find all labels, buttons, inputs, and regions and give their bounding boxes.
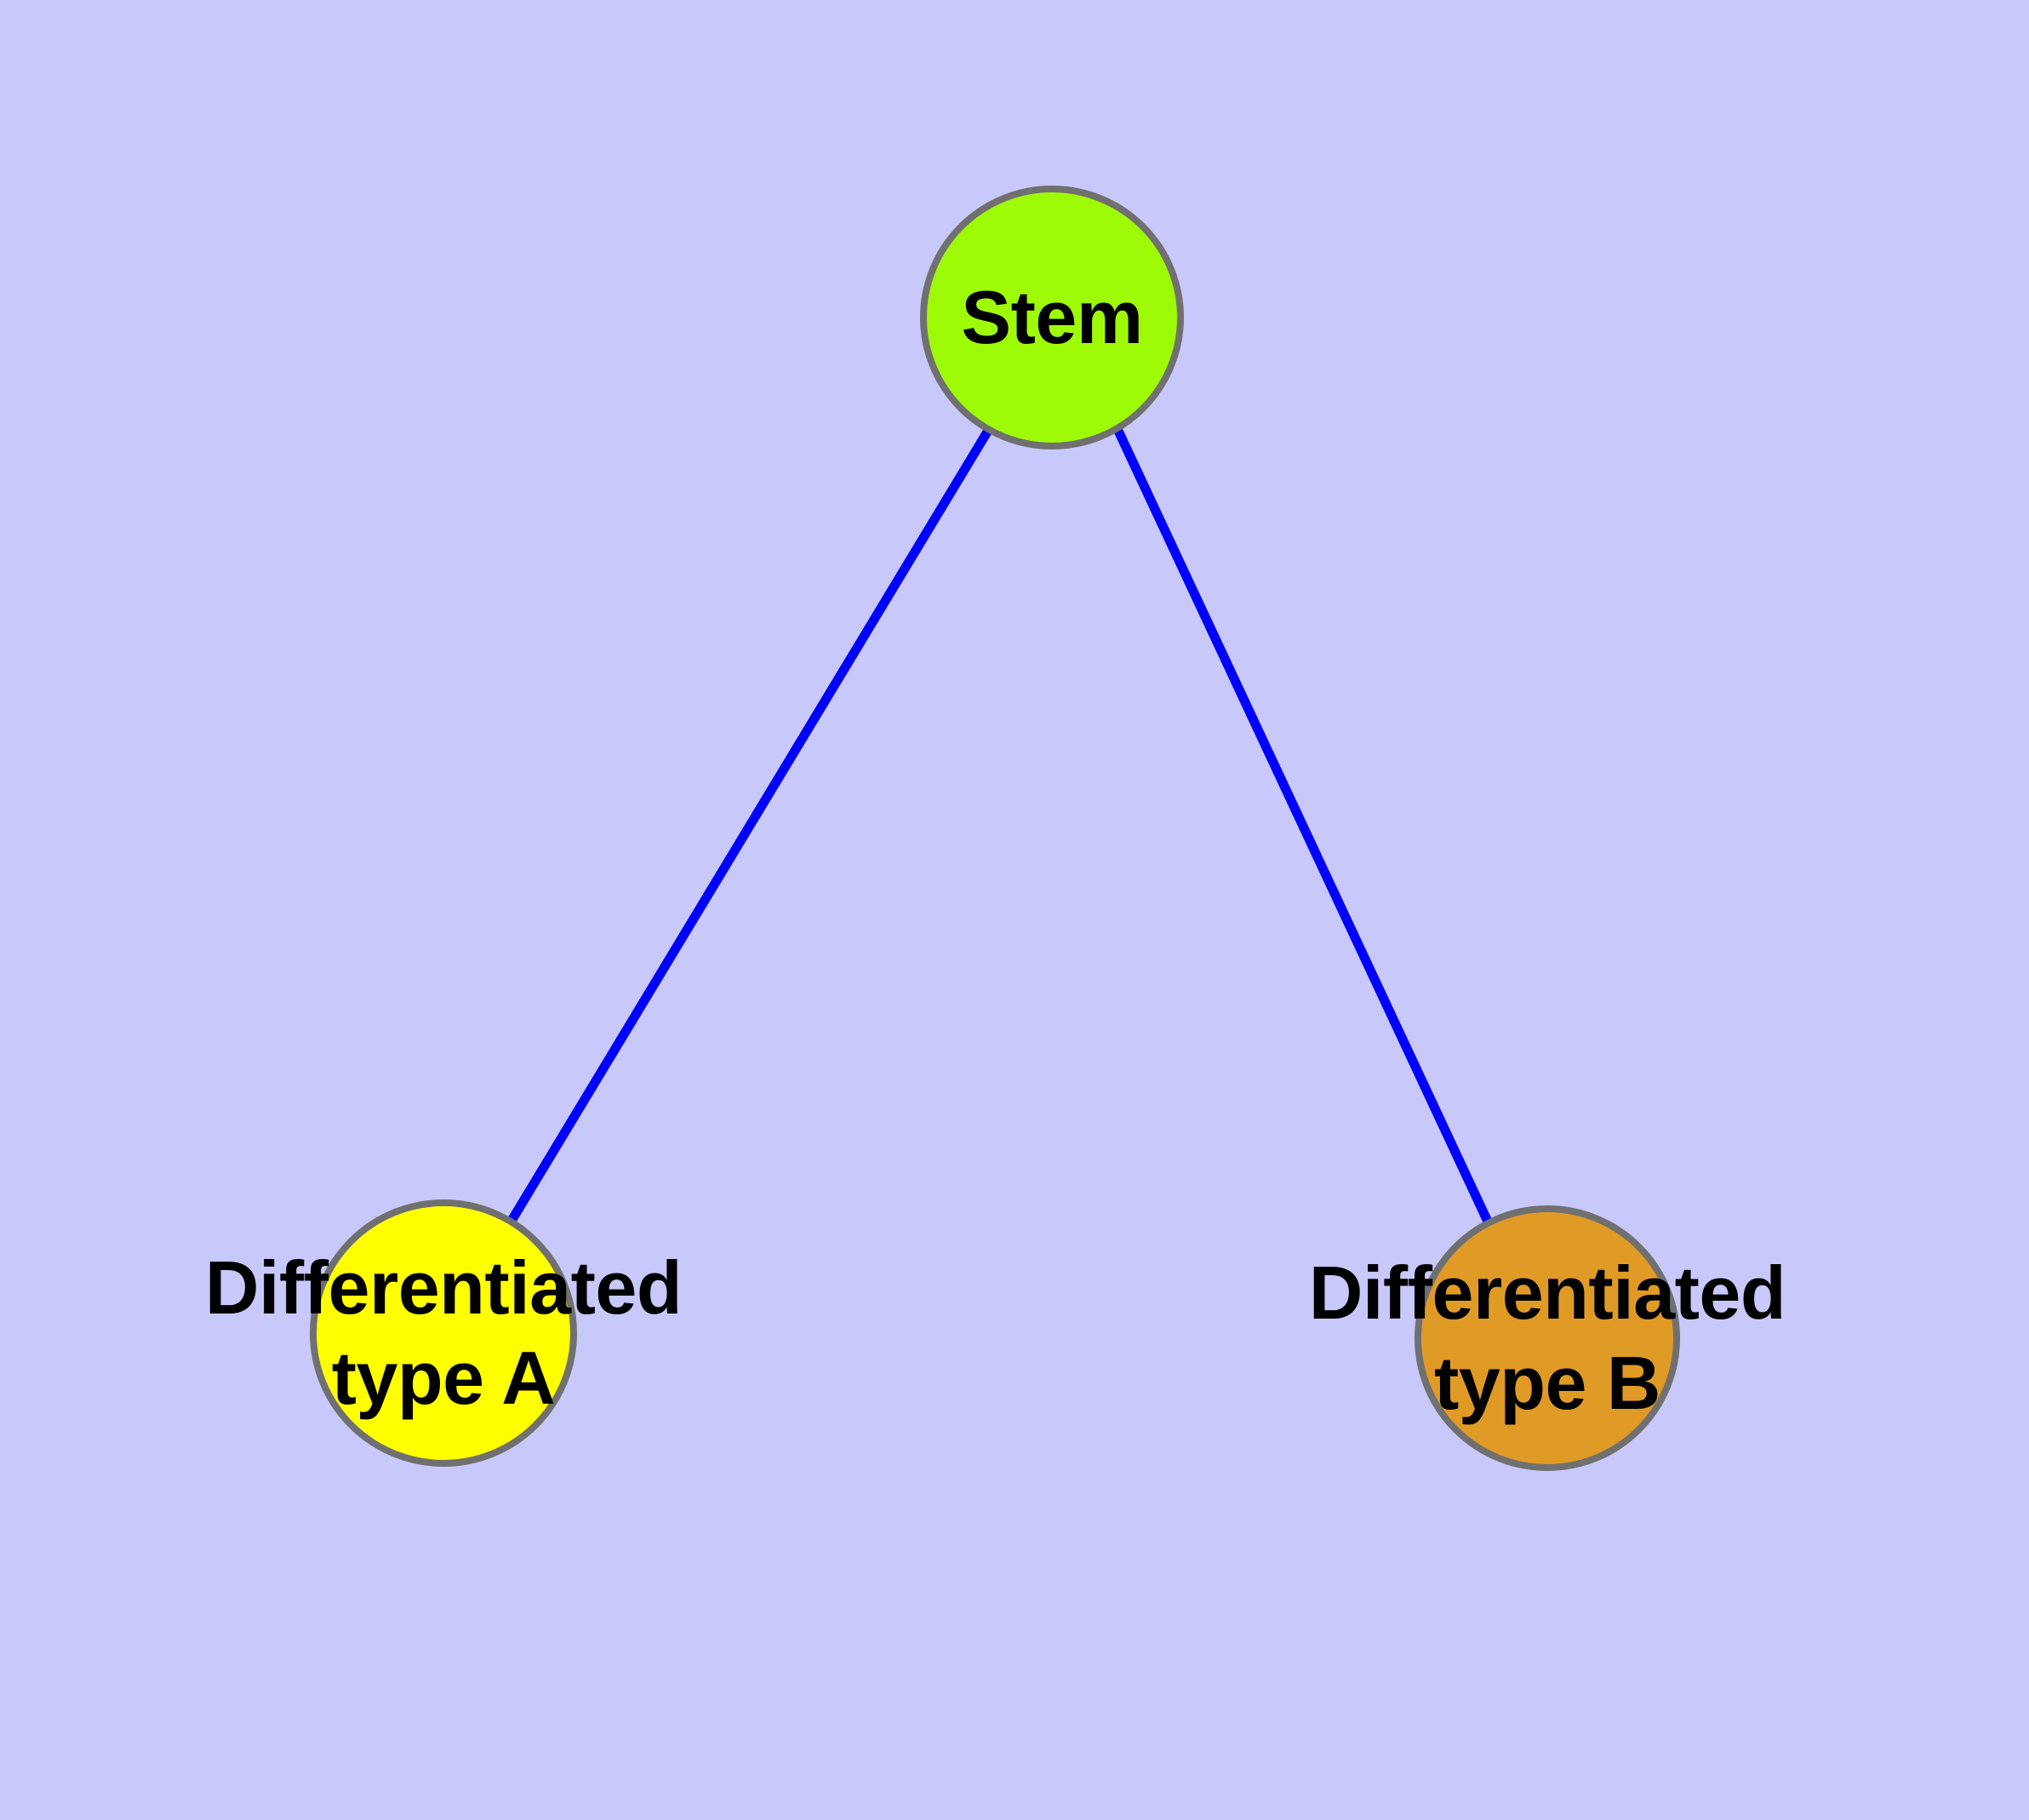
edge-stem-to-differentiated-type-b[interactable] (1113, 426, 1493, 1226)
edges-layer (507, 426, 1493, 1226)
nodes-layer (310, 186, 1680, 1471)
node-stem[interactable] (920, 186, 1184, 449)
node-differentiated-type-a[interactable] (310, 1199, 577, 1467)
node-differentiated-type-b[interactable] (1415, 1205, 1680, 1471)
edge-stem-to-differentiated-type-a[interactable] (507, 426, 993, 1223)
